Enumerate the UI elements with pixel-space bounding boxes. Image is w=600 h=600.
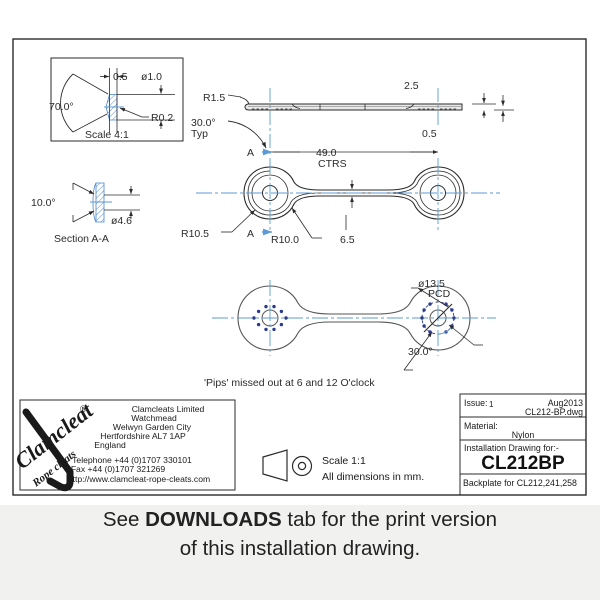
drawing-filename: CL212-BP.dwg [525, 407, 583, 417]
drawing-frame [12, 38, 587, 496]
company-line-2: Welwyn Garden City [113, 422, 192, 432]
caption-pre: See [102, 508, 146, 531]
pip-view: ø13.5 PCD 30.0° 'Pips' missed out at 6 a… [204, 278, 496, 389]
detail-thickness-label: 0.5 [113, 71, 128, 83]
company-line-3: Hertfordshire AL7 1AP [100, 431, 186, 441]
pcd-sublabel: PCD [428, 288, 451, 300]
installation-label: Installation Drawing for:- [464, 443, 559, 453]
material-label: Material: [464, 421, 498, 431]
detail-diameter-label: ø1.0 [141, 71, 162, 83]
company-address: Clamcleats Limited Watchmead Welwyn Gard… [94, 404, 204, 450]
detail-view-title: Scale 4:1 [85, 129, 129, 141]
issue-date: Aug2013 [548, 398, 583, 408]
part-number: CL212BP [481, 453, 565, 474]
caption-line-2: of this installation drawing. [179, 537, 421, 560]
side-height-label: 2.5 [404, 80, 419, 92]
section-mark-a-bottom: A [247, 228, 254, 240]
section-view: 10.0° ø4.6 Section A-A [31, 182, 140, 245]
section-angle-label: 10.0° [31, 197, 56, 209]
issue-value: 1 [489, 400, 494, 409]
info-panel-border [459, 393, 587, 496]
backplate-note: Backplate for CL212,241,258 [463, 478, 577, 488]
first-angle-projection-icon [262, 449, 313, 482]
detail-radius-label: R0.2 [151, 112, 173, 124]
side-edge-radius-label: R1.5 [203, 92, 225, 104]
caption-line-1: See DOWNLOADS tab for the print version [0, 505, 600, 534]
side-thickness-label: 0.5 [422, 128, 437, 140]
plan-centres-label: 49.0 [316, 147, 337, 159]
pip-note: 'Pips' missed out at 6 and 12 O'clock [204, 377, 375, 389]
plan-outline-inner [247, 170, 461, 216]
scale-label: Scale 1:1 [322, 455, 366, 467]
side-chamfer-typ-label: Typ [191, 128, 208, 140]
section-hatched-body [95, 182, 105, 223]
company-line-4: England [94, 440, 126, 450]
caption-post: tab for the print version [281, 508, 498, 531]
material-value: Nylon [512, 430, 535, 440]
contact-line-0: Telephone +44 (0)1707 330101 [72, 455, 192, 465]
units-note-label: All dimensions in mm. [322, 471, 424, 483]
pip-angle-label: 30.0° [408, 346, 433, 358]
contact-line-1: Fax +44 (0)1707 321269 [71, 464, 166, 474]
plan-inner-radius-label: R10.0 [271, 234, 299, 246]
company-contact: Telephone +44 (0)1707 330101 Fax +44 (0)… [68, 455, 210, 484]
detail-angle-label: 70.0° [49, 101, 74, 113]
contact-line-2: http://www.clamcleat-rope-cleats.com [68, 474, 210, 484]
pcd-diameter-label: ø13.5 [418, 278, 445, 290]
plan-outer-radius-label: R10.5 [181, 228, 209, 240]
detail-view-border [50, 57, 184, 142]
registered-trademark-icon: ® [80, 404, 87, 414]
pip-dots-left [252, 304, 288, 332]
title-block: Clamcleat Rope cleats ® Clamcleats Limit… [10, 393, 587, 496]
downloads-caption: See DOWNLOADS tab for the print version … [0, 505, 600, 563]
detail-view: 70.0° 0.5 ø1.0 R0.2 Scale 4:1 [49, 57, 184, 142]
issue-label: Issue: [464, 398, 487, 408]
sheet-background [0, 0, 600, 505]
section-mark-a-top: A [247, 147, 254, 159]
section-view-title: Section A-A [54, 233, 109, 245]
section-diameter-label: ø4.6 [111, 215, 132, 227]
company-line-0: Clamcleats Limited [132, 404, 205, 414]
company-panel-border [19, 399, 236, 491]
plan-centres-sublabel: CTRS [318, 158, 347, 170]
plan-view: 49.0 CTRS R10.5 R10.0 6.5 A A [181, 147, 500, 246]
company-line-1: Watchmead [131, 413, 177, 423]
side-view: R1.5 30.0° Typ 2.5 0.5 [191, 80, 514, 156]
side-chamfer-angle-label: 30.0° [191, 117, 216, 129]
plan-waist-width-label: 6.5 [340, 234, 355, 246]
caption-downloads-word: DOWNLOADS [145, 508, 282, 531]
